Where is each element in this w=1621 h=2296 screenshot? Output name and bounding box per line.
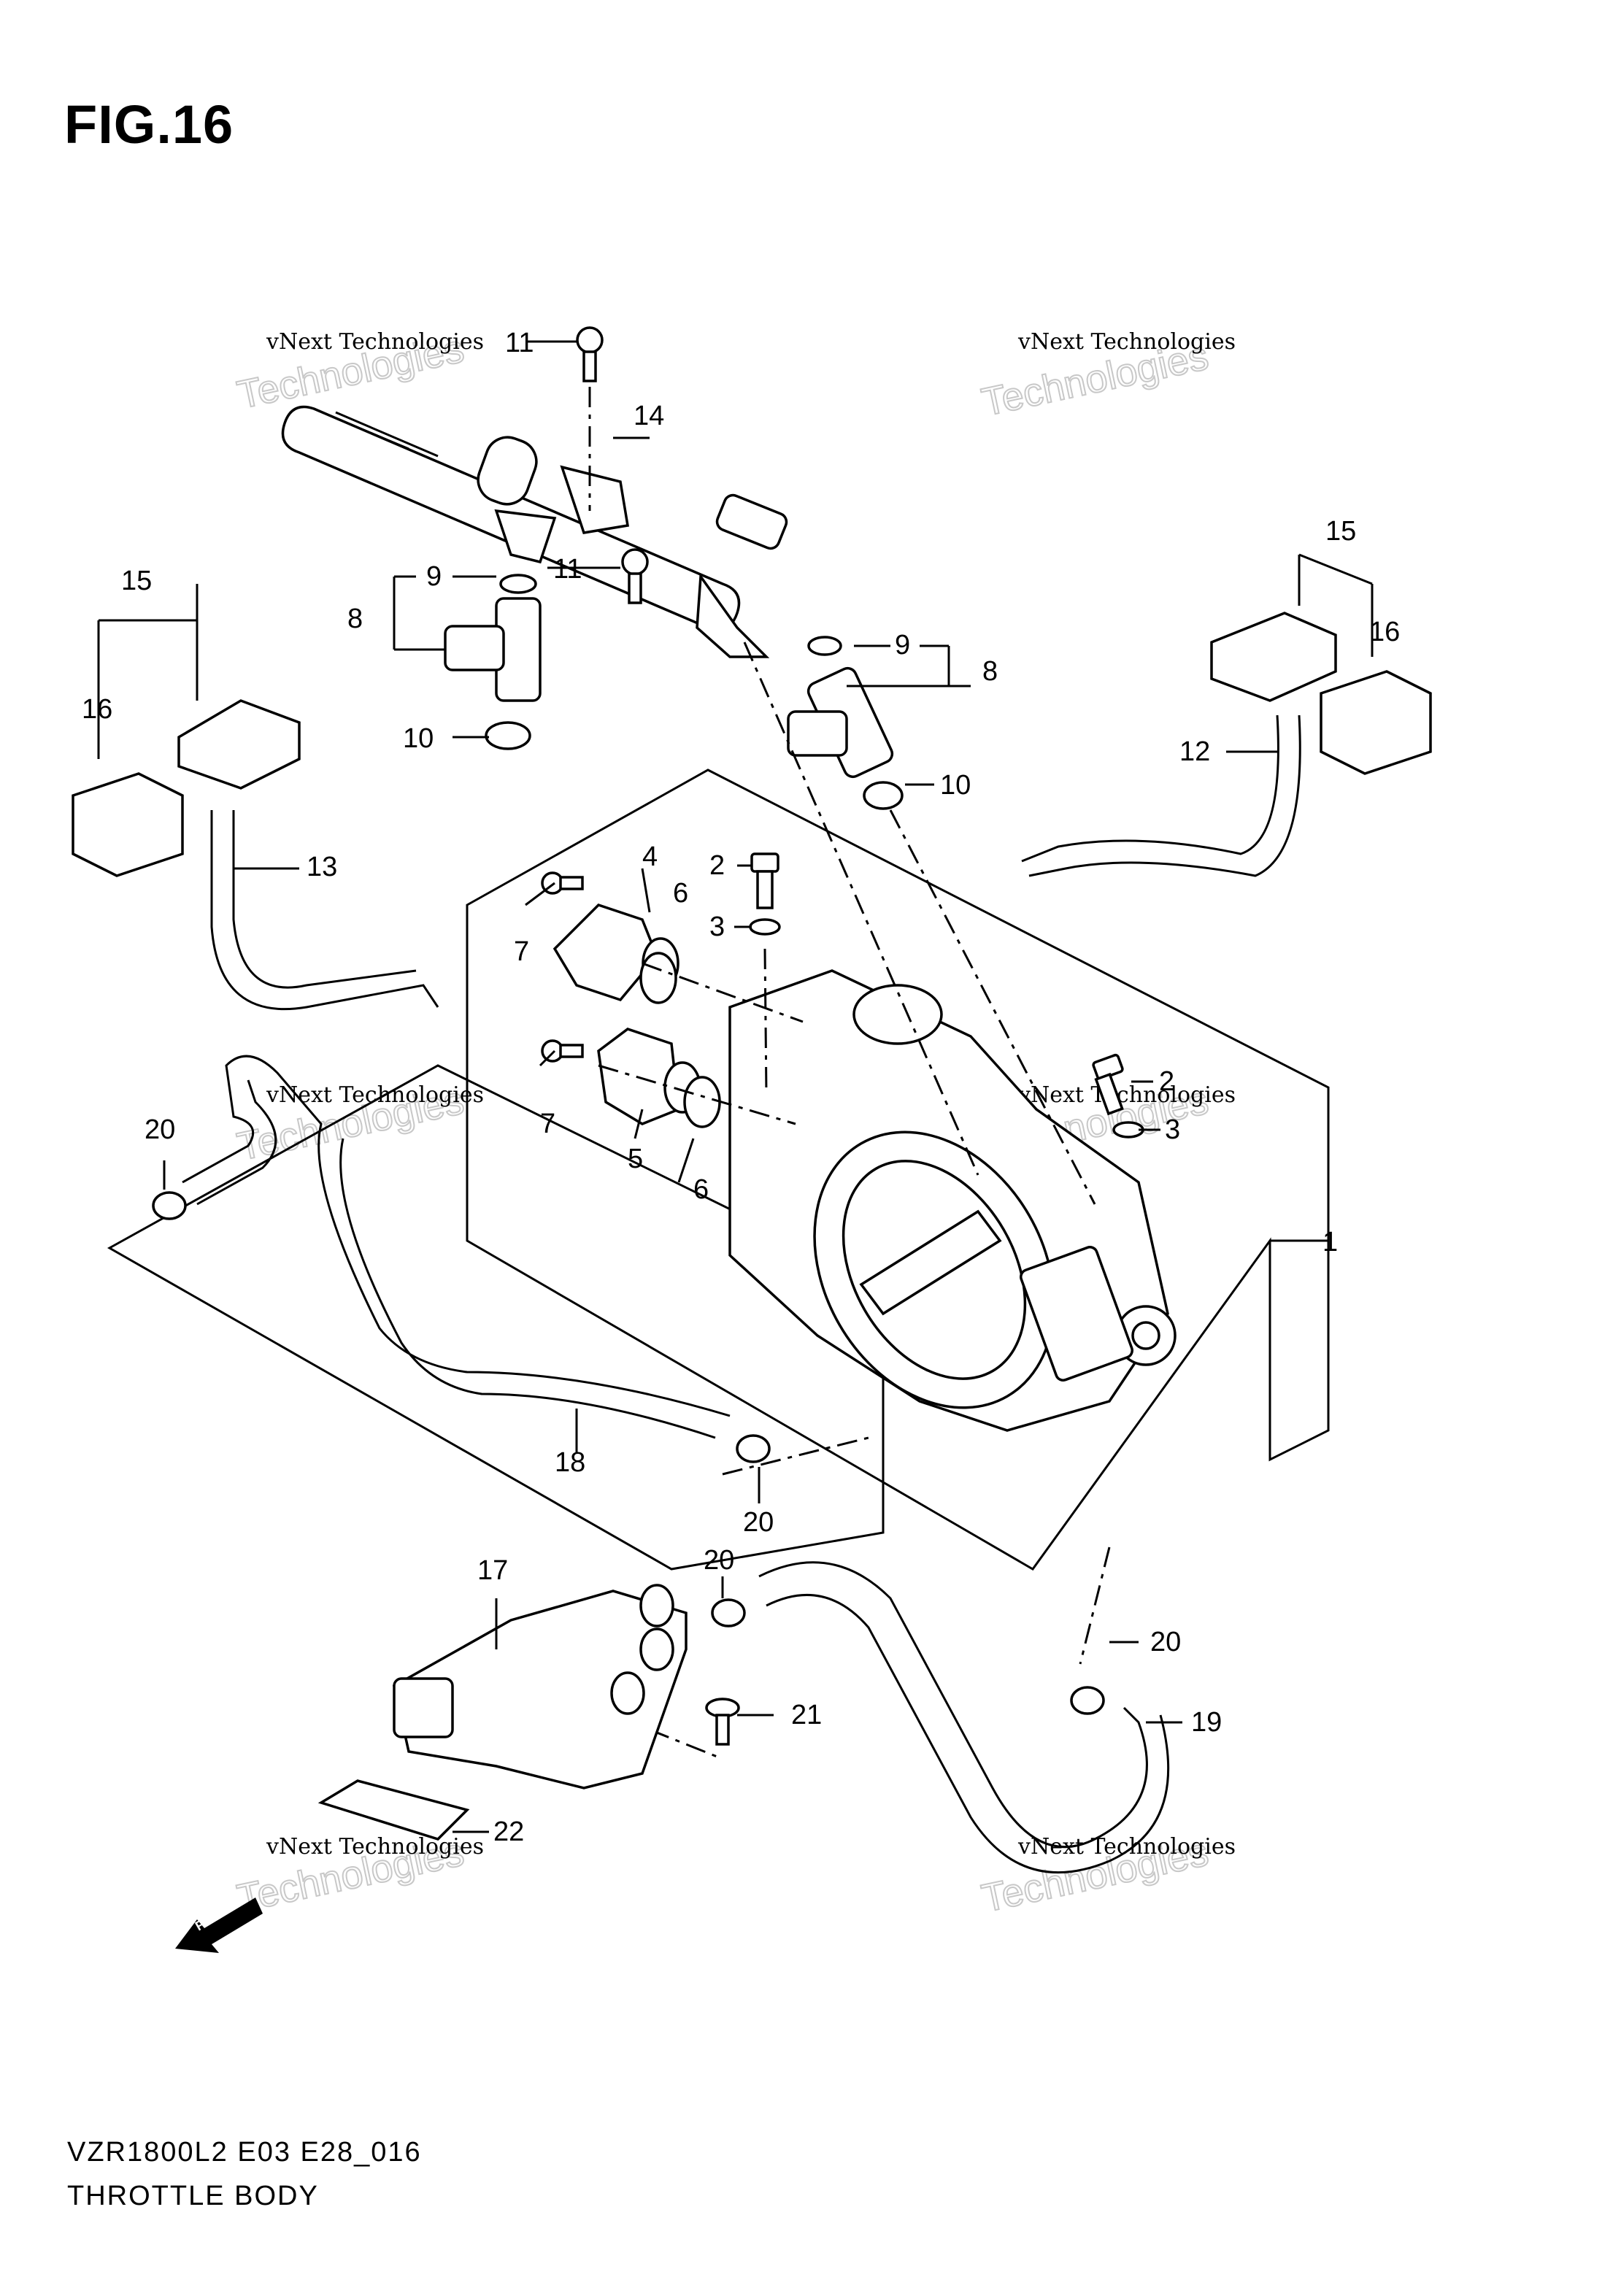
callout-number: 2 bbox=[709, 850, 725, 881]
model-code: VZR1800L2 E03 E28_016 bbox=[67, 2137, 422, 2168]
callout-number: 3 bbox=[709, 912, 725, 942]
valve-assembly bbox=[393, 1584, 688, 1790]
bolt-icon bbox=[576, 326, 604, 382]
watermark-text: vNext Technologies bbox=[1017, 329, 1236, 355]
callout-number: 12 bbox=[1179, 736, 1210, 767]
callout-number: 16 bbox=[82, 694, 112, 725]
callout-number: 17 bbox=[477, 1555, 508, 1586]
alignment-line bbox=[743, 642, 979, 1176]
callout-number: 5 bbox=[628, 1144, 643, 1174]
callout-number: 8 bbox=[982, 656, 998, 687]
fuel-rail bbox=[281, 405, 788, 658]
callout-number: 4 bbox=[642, 841, 658, 872]
callout-number: 14 bbox=[634, 401, 664, 431]
diagram-name: THROTTLE BODY bbox=[67, 2181, 319, 2211]
watermark-text: vNext Technologies bbox=[1017, 1082, 1236, 1108]
watermark-top-left: Technologies vNext Technologies bbox=[233, 326, 484, 418]
hose-19 bbox=[758, 1561, 1170, 1874]
callout-number: 11 bbox=[505, 328, 534, 358]
callout-number: 1 bbox=[1322, 1227, 1338, 1257]
injector-left bbox=[444, 574, 542, 750]
callout-number: 6 bbox=[673, 878, 688, 909]
callout-number: 22 bbox=[493, 1817, 524, 1847]
callout-number: 7 bbox=[514, 936, 529, 967]
pad-22 bbox=[317, 1779, 470, 1841]
callout-number: 3 bbox=[1165, 1114, 1180, 1145]
connector-left bbox=[72, 699, 301, 877]
callout-number: 9 bbox=[426, 561, 442, 592]
screw-icon bbox=[541, 871, 584, 895]
alignment-line bbox=[1079, 1546, 1111, 1665]
callout-number: 21 bbox=[791, 1700, 822, 1730]
o-ring-3 bbox=[749, 918, 781, 936]
callout-number: 20 bbox=[145, 1114, 175, 1145]
screw-icon bbox=[1092, 1053, 1124, 1116]
fwd-arrow-icon: FWD bbox=[175, 1898, 263, 1953]
callout-number: 2 bbox=[1159, 1066, 1174, 1097]
watermark-text: vNext Technologies bbox=[1017, 1834, 1236, 1860]
callout-number: 20 bbox=[743, 1507, 774, 1538]
callout-number: 13 bbox=[307, 852, 337, 882]
watermark-bottom-right: Technologies vNext Technologies bbox=[977, 1830, 1236, 1922]
callout-number: 6 bbox=[693, 1174, 709, 1205]
alignment-line bbox=[642, 962, 804, 1023]
alignment-line bbox=[722, 1436, 869, 1476]
connector-right bbox=[1210, 612, 1432, 775]
alignment-line bbox=[598, 1064, 796, 1125]
watermark-text: vNext Technologies bbox=[266, 1834, 484, 1860]
callout-number: 7 bbox=[540, 1109, 555, 1139]
alignment-line bbox=[889, 809, 1096, 1205]
callout-number: 11 bbox=[553, 554, 582, 585]
callout-number: 15 bbox=[121, 566, 152, 596]
hose-12 bbox=[1021, 714, 1301, 877]
callout-number: 10 bbox=[940, 770, 971, 801]
hose-13 bbox=[210, 810, 439, 1011]
watermark-text: vNext Technologies bbox=[266, 329, 484, 355]
clamp-icon bbox=[736, 1434, 771, 1463]
callout-number: 20 bbox=[1150, 1627, 1181, 1657]
throttle-body bbox=[728, 969, 1177, 1432]
callout-number: 20 bbox=[704, 1545, 734, 1576]
figure-label: FIG.16 bbox=[64, 94, 234, 155]
watermark-top-right: Technologies vNext Technologies bbox=[977, 329, 1236, 425]
callout-number: 15 bbox=[1325, 516, 1356, 547]
assembly-frame bbox=[466, 768, 1330, 1571]
clamp-icon bbox=[711, 1598, 746, 1627]
screw-icon bbox=[705, 1698, 740, 1746]
callout-number: 19 bbox=[1191, 1707, 1222, 1738]
bolt-icon bbox=[621, 548, 649, 604]
screw-icon bbox=[541, 1039, 584, 1063]
callout-number: 18 bbox=[555, 1447, 585, 1478]
callout-labels: 1 2 2 3 3 4 5 6 6 7 7 8 8 9 9 10 10 11 1… bbox=[82, 328, 1400, 1847]
hose-group-frame bbox=[107, 1064, 885, 1571]
watermark-text: vNext Technologies bbox=[266, 1082, 484, 1108]
alignment-line bbox=[763, 948, 768, 1095]
callout-number: 10 bbox=[403, 723, 434, 754]
callout-number: 8 bbox=[347, 604, 363, 634]
callout-number: 16 bbox=[1369, 617, 1400, 647]
o-ring-6 bbox=[683, 1076, 721, 1128]
callout-leaders bbox=[97, 340, 1374, 1833]
injector-right bbox=[787, 636, 904, 810]
hose-18 bbox=[182, 1055, 731, 1439]
callout-number: 9 bbox=[895, 630, 910, 660]
o-ring-6 bbox=[639, 952, 677, 1004]
clamp-icon bbox=[1070, 1686, 1105, 1715]
clamp-icon bbox=[152, 1191, 187, 1220]
screw-icon bbox=[750, 852, 779, 909]
watermark-bottom-left: Technologies vNext Technologies bbox=[233, 1830, 484, 1922]
